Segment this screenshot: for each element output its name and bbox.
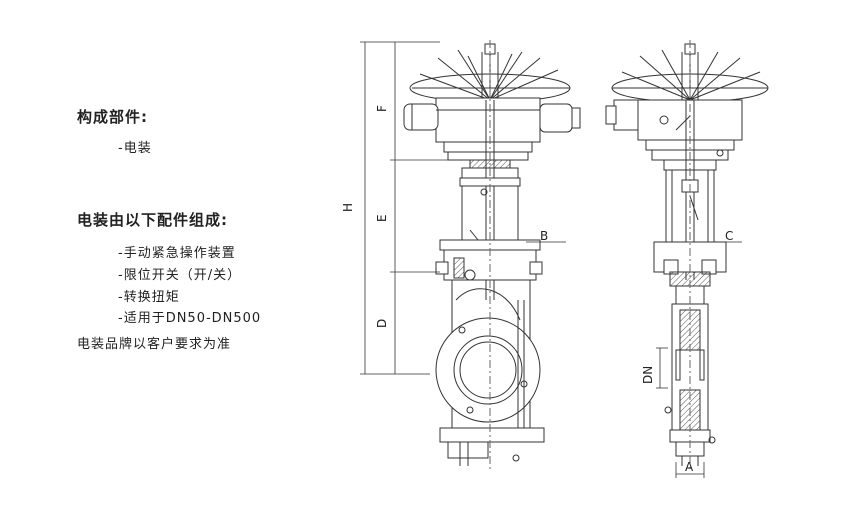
body-front xyxy=(435,280,545,466)
components-item-electric: -电装 xyxy=(118,141,152,156)
config-item: -限位开关（开/关） xyxy=(118,268,242,283)
dim-label-c: C xyxy=(725,229,733,243)
dim-label-dn: DN xyxy=(641,366,655,384)
dim-label-d: D xyxy=(375,319,389,328)
dim-label-b: B xyxy=(540,229,548,243)
dim-label-h: H xyxy=(341,203,355,212)
side-view xyxy=(605,40,769,470)
bonnet-front xyxy=(435,239,543,281)
front-view xyxy=(403,40,581,470)
dim-label-a: A xyxy=(685,460,694,474)
actuator-front xyxy=(403,97,581,161)
actuator-side xyxy=(605,99,743,161)
dim-label-f: F xyxy=(375,105,389,112)
brand-note: 电装品牌以客户要求为准 xyxy=(77,337,232,352)
config-item: -适用于DN50-DN500 xyxy=(118,311,262,326)
config-title: 电装由以下配件组成: xyxy=(77,211,228,229)
dim-label-e: E xyxy=(375,214,389,222)
config-item: -转换扭矩 xyxy=(118,290,180,305)
front-dimensions xyxy=(360,41,566,375)
components-title: 构成部件: xyxy=(77,108,148,126)
side-dimensions xyxy=(656,241,742,478)
config-item: -手动紧急操作装置 xyxy=(118,246,236,261)
